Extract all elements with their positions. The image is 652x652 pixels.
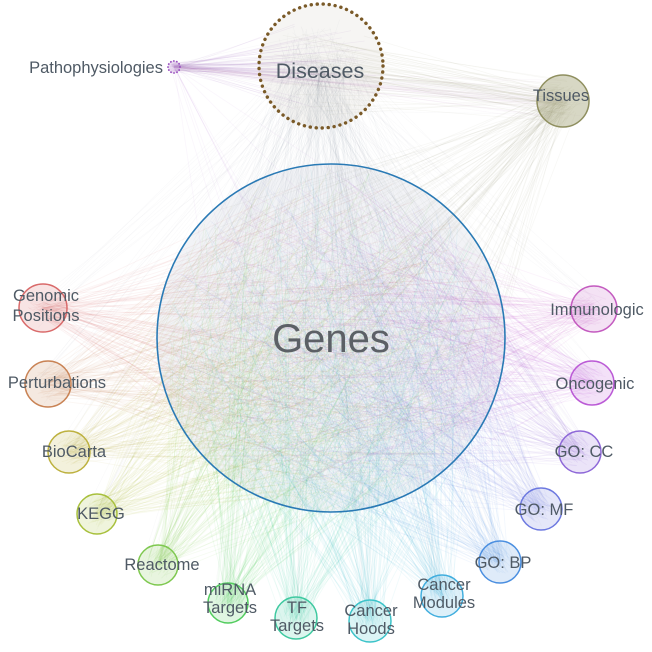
label-go-bp: GO: BP xyxy=(475,554,532,572)
label-tf-targets: Targets xyxy=(270,617,324,635)
label-cancer-hoods: Hoods xyxy=(347,620,395,638)
node-immunologic[interactable] xyxy=(570,285,618,333)
genes-circle-fill xyxy=(157,164,505,512)
label-genomic-positions: Genomic xyxy=(13,287,79,305)
label-tissues: Tissues xyxy=(533,87,589,105)
genes-circle[interactable] xyxy=(156,163,506,513)
node-reactome[interactable] xyxy=(137,544,179,586)
label-tf-targets: TF xyxy=(287,599,307,617)
node-pathophysiologies[interactable] xyxy=(167,60,181,74)
label-pathophysiologies: Pathophysiologies xyxy=(29,59,163,77)
node-mirna-targets[interactable] xyxy=(207,582,249,624)
node-go-bp[interactable] xyxy=(478,540,522,584)
node-tissues[interactable] xyxy=(536,74,590,128)
node-tf-targets[interactable] xyxy=(274,596,318,640)
label-diseases: Diseases xyxy=(276,59,364,83)
label-kegg: KEGG xyxy=(77,505,125,523)
label-genomic-positions: Positions xyxy=(13,307,80,325)
node-labels: Pathophysiologies DiseasesTissuesGenomicP… xyxy=(8,59,644,638)
node-go-cc[interactable] xyxy=(558,430,602,474)
label-biocarta: BioCarta xyxy=(42,443,107,461)
label-genes: Genes xyxy=(272,317,390,361)
label-cancer-modules: Modules xyxy=(413,594,475,612)
node-biocarta[interactable] xyxy=(47,430,91,474)
node-genomic-positions[interactable] xyxy=(18,283,68,333)
edge-bundles xyxy=(27,19,609,637)
node-cancer-hoods[interactable] xyxy=(348,599,392,643)
label-go-cc: GO: CC xyxy=(555,443,614,461)
node-oncogenic[interactable] xyxy=(569,360,615,406)
label-go-mf: GO: MF xyxy=(515,501,574,519)
node-kegg[interactable] xyxy=(76,493,118,535)
label-oncogenic: Oncogenic xyxy=(556,375,635,393)
label-mirna-targets: Targets xyxy=(203,599,257,617)
label-reactome: Reactome xyxy=(124,556,199,574)
node-go-mf[interactable] xyxy=(519,487,563,531)
label-cancer-modules: Cancer xyxy=(417,576,471,594)
label-immunologic: Immunologic xyxy=(550,301,644,319)
label-cancer-hoods: Cancer xyxy=(344,602,398,620)
node-circles xyxy=(18,2,618,643)
node-diseases[interactable] xyxy=(257,2,385,130)
node-perturbations[interactable] xyxy=(24,360,72,408)
label-mirna-targets: miRNA xyxy=(204,581,256,599)
label-perturbations: Perturbations xyxy=(8,374,106,392)
node-cancer-modules[interactable] xyxy=(420,574,464,618)
